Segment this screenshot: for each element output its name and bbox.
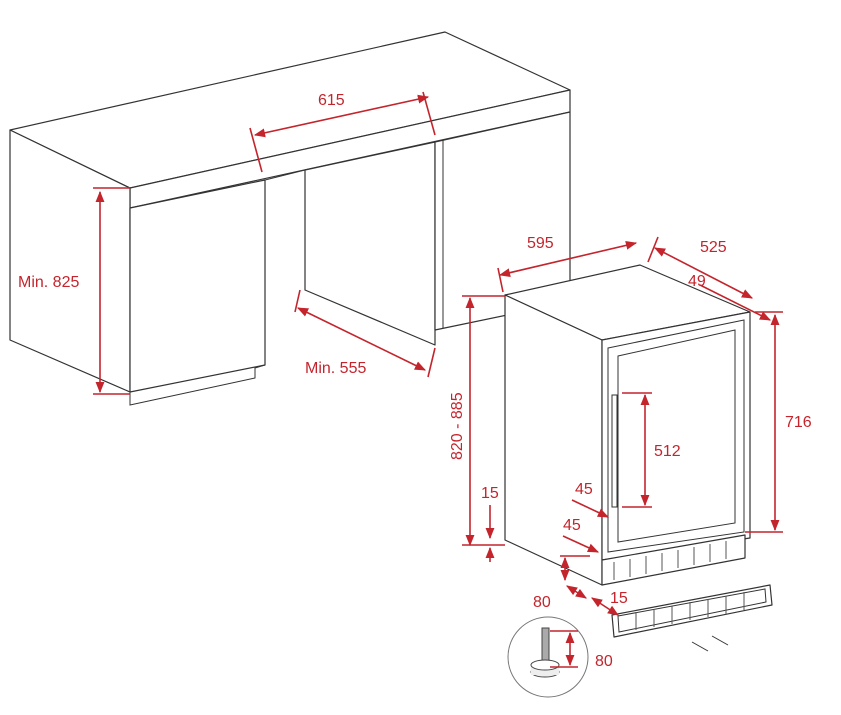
opening-width-label: 615	[318, 92, 345, 109]
adjustable-foot-detail	[507, 616, 589, 698]
foot-height-label: 80	[595, 653, 613, 670]
door-depth-label: 49	[688, 273, 706, 290]
body-height-label: 716	[785, 414, 812, 431]
screw-icon	[711, 635, 729, 646]
dimension-lines	[93, 91, 783, 668]
door-offset-top-label: 45	[575, 481, 593, 498]
kitchen-cabinet	[9, 31, 571, 406]
plinth-setback-label: 15	[610, 590, 628, 607]
clearance-back-label: 15	[481, 485, 499, 502]
appliance-width-label: 595	[527, 235, 554, 252]
min-height-label: Min. 825	[18, 274, 79, 291]
min-depth-label: Min. 555	[305, 360, 366, 377]
plinth-grille	[611, 584, 773, 652]
plinth-height-label: 80	[533, 594, 551, 611]
handle-length-label: 512	[654, 443, 681, 460]
wine-cooler	[504, 264, 751, 586]
screw-icon	[691, 641, 709, 652]
appliance-depth-label: 525	[700, 239, 727, 256]
adjustable-height-label: 820 - 885	[449, 392, 466, 460]
door-offset-bottom-label: 45	[563, 517, 581, 534]
